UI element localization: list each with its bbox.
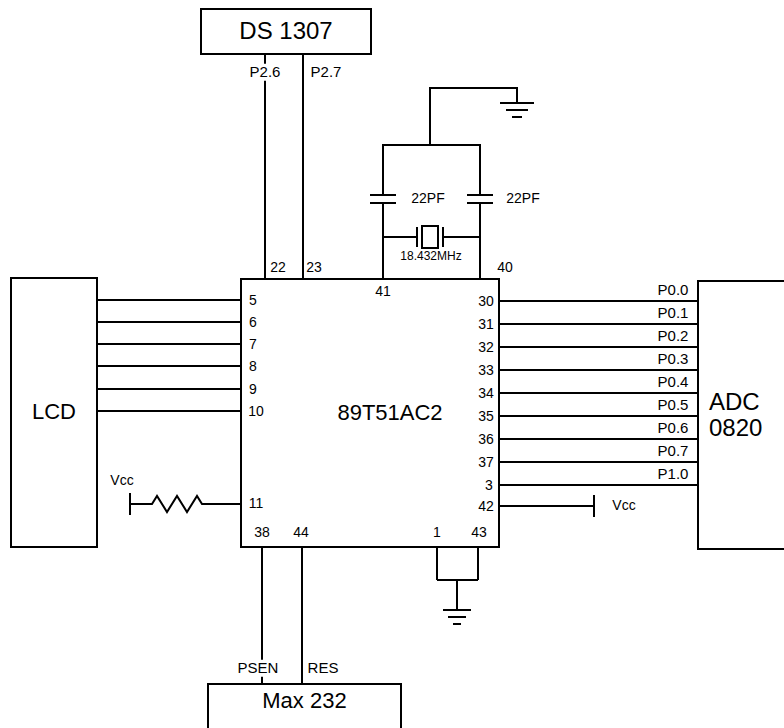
pin-number: 3 <box>483 478 495 493</box>
signal-wire <box>98 365 240 367</box>
signal-name: P0.3 <box>656 351 691 368</box>
resistor-symbol <box>130 493 240 515</box>
pin-number: 42 <box>476 499 496 514</box>
supply-label: Vcc <box>610 498 637 513</box>
signal-wire <box>264 55 266 278</box>
crystal-wire <box>383 145 480 278</box>
pin-number: 1 <box>431 525 443 540</box>
capacitor-symbol <box>370 195 396 203</box>
capacitor-symbol <box>467 195 493 203</box>
pin-number: 5 <box>247 293 259 308</box>
display-box: LCD <box>10 277 98 548</box>
rtc-box: DS 1307 <box>200 8 372 55</box>
signal-name: P2.6 <box>248 64 283 81</box>
component-value: 22PF <box>504 191 541 206</box>
signal-name: P0.0 <box>656 282 691 299</box>
signal-wire <box>500 346 697 348</box>
signal-wire <box>500 369 697 371</box>
pin-number: 31 <box>476 317 496 332</box>
signal-wire <box>302 55 304 278</box>
signal-name: PSEN <box>236 660 281 677</box>
pin-number: 9 <box>247 382 259 397</box>
pin-number: 33 <box>476 363 496 378</box>
signal-wire <box>500 300 697 302</box>
adc-box: ADC 0820 <box>697 280 784 550</box>
component-value: 22PF <box>409 191 446 206</box>
pin-number: 38 <box>252 525 272 540</box>
crystal-wire <box>383 236 480 238</box>
pin-number: 44 <box>291 525 311 540</box>
ground-wire <box>437 548 478 610</box>
signal-name: P2.7 <box>309 64 344 81</box>
signal-wire <box>500 392 697 394</box>
pin-number: 30 <box>476 294 496 309</box>
pin-number: 22 <box>268 260 288 275</box>
crystal-symbol <box>422 226 438 248</box>
pin-number: 36 <box>476 432 496 447</box>
signal-wire <box>98 343 240 345</box>
signal-wire <box>500 415 697 417</box>
signal-wire <box>98 388 240 390</box>
signal-name: P0.7 <box>656 443 691 460</box>
pin-number: 37 <box>476 455 496 470</box>
component-value: 18.432MHz <box>398 250 463 263</box>
pin-number: 34 <box>476 386 496 401</box>
mcu-box: 89T51AC2 <box>240 278 500 548</box>
pin-number: 32 <box>476 340 496 355</box>
crystal-symbol <box>417 227 443 247</box>
supply-wire <box>500 495 594 517</box>
signal-name: P0.1 <box>656 305 691 322</box>
signal-name: RES <box>306 660 341 677</box>
signal-name: P0.4 <box>656 374 691 391</box>
pin-number: 6 <box>247 315 259 330</box>
ground-wire <box>430 88 517 145</box>
part-name: DS 1307 <box>239 18 332 44</box>
signal-wire <box>301 548 303 683</box>
signal-name: P0.6 <box>656 420 691 437</box>
pin-number: 11 <box>247 496 266 511</box>
signal-wire <box>500 461 697 463</box>
ground-symbol <box>500 103 534 117</box>
pin-number: 43 <box>469 525 489 540</box>
signal-wire <box>500 323 697 325</box>
ground-symbol <box>443 610 471 624</box>
part-name: Max 232 <box>262 689 346 713</box>
pin-number: 23 <box>304 260 324 275</box>
signal-wire <box>98 410 240 412</box>
part-name: 89T51AC2 <box>337 401 442 425</box>
pin-number: 41 <box>373 284 393 299</box>
signal-name: P1.0 <box>656 466 691 483</box>
pin-number: 7 <box>247 337 259 352</box>
signal-wire <box>98 299 240 301</box>
pin-number: 10 <box>246 404 266 419</box>
supply-label: Vcc <box>108 473 135 488</box>
part-name: LCD <box>32 400 76 424</box>
pin-number: 8 <box>247 359 259 374</box>
signal-wire <box>500 438 697 440</box>
signal-name: P0.5 <box>656 397 691 414</box>
part-name: ADC 0820 <box>709 389 783 442</box>
signal-wire <box>98 321 240 323</box>
serial-box: Max 232 <box>207 683 402 728</box>
signal-name: P0.2 <box>656 328 691 345</box>
signal-wire <box>500 484 697 486</box>
pin-number: 35 <box>476 409 496 424</box>
pin-number: 40 <box>495 260 515 275</box>
